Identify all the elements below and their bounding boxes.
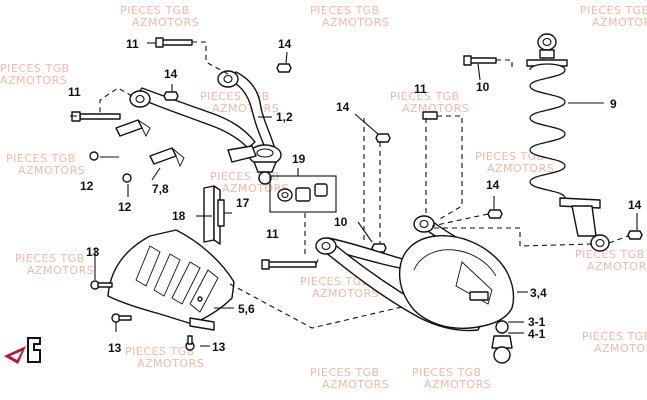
bolt-shock-top xyxy=(463,55,497,66)
watermark-pieces: PIECES TGB xyxy=(580,4,647,17)
watermark-azmotors: AZMOTORS xyxy=(594,342,647,355)
watermark-azmotors: AZMOTORS xyxy=(137,357,204,370)
watermark-azmotors: AZMOTORS xyxy=(424,378,491,391)
watermark-azmotors: AZMOTORS xyxy=(322,16,389,29)
watermark-azmotors: AZMOTORS xyxy=(132,16,199,29)
callout-11-left: 11 xyxy=(68,85,81,99)
brake-hose-brackets xyxy=(115,119,185,168)
callout-14-far-right: 14 xyxy=(628,198,642,212)
callout-3-1: 3-1 xyxy=(528,315,546,329)
callout-10-mid: 10 xyxy=(334,215,348,229)
shock-absorber xyxy=(526,33,610,252)
watermark-azmotors: AZMOTORS xyxy=(18,164,85,177)
callout-14-mid: 14 xyxy=(336,100,350,114)
bolt-top xyxy=(155,37,193,48)
watermark-pieces: PIECES TGB xyxy=(390,90,460,103)
callout-1-2: 1,2 xyxy=(276,110,293,124)
watermark-azmotors: AZMOTORS xyxy=(592,16,647,29)
callout-10-top: 10 xyxy=(476,80,490,94)
callout-9: 9 xyxy=(610,97,617,111)
callout-19: 19 xyxy=(292,152,306,166)
watermark-pieces: PIECES TGB xyxy=(475,150,545,163)
callout-11-top: 11 xyxy=(126,37,139,51)
watermark-pieces: PIECES TGB xyxy=(125,345,195,358)
callout-7-8: 7,8 xyxy=(152,182,169,196)
watermark-azmotors: AZMOTORS xyxy=(587,260,647,273)
bolt-left xyxy=(71,111,121,122)
bolt-lower-arm xyxy=(261,259,317,270)
watermark-pieces: PIECES TGB xyxy=(120,4,190,17)
watermark-pieces: PIECES TGB xyxy=(310,4,380,17)
callout-12-left: 12 xyxy=(80,179,94,193)
watermark-azmotors: AZMOTORS xyxy=(312,287,379,300)
spacer-parts xyxy=(203,185,225,245)
callout-13-left: 13 xyxy=(86,245,100,259)
watermark-pieces: PIECES TGB xyxy=(0,62,70,75)
watermark-pieces: PIECES TGB xyxy=(575,248,645,261)
callout-14-top: 14 xyxy=(278,37,292,51)
callout-4-1: 4-1 xyxy=(528,327,546,341)
watermark-azmotors: AZMOTORS xyxy=(322,378,389,391)
watermark-pieces: PIECES TGB xyxy=(300,275,370,288)
leader-lines xyxy=(70,41,638,347)
bushing-kit-box xyxy=(269,175,337,213)
azmotors-logo-icon xyxy=(4,337,41,364)
callout-11-right: 11 xyxy=(414,82,427,96)
callout-5-6: 5,6 xyxy=(238,302,255,316)
skid-plate xyxy=(107,229,235,331)
watermark-azmotors: AZMOTORS xyxy=(27,264,94,277)
lower-a-arm xyxy=(315,215,515,364)
watermark-pieces: PIECES TGB xyxy=(582,330,647,343)
callout-13-bottom-left: 13 xyxy=(108,341,122,355)
callout-14-right: 14 xyxy=(486,178,500,192)
callout-13-bottom: 13 xyxy=(212,340,226,354)
watermark-pieces: PIECES TGB xyxy=(412,366,482,379)
watermark-pieces: PIECES TGB xyxy=(15,252,85,265)
callout-12-lower: 12 xyxy=(118,200,132,214)
watermark-pieces: PIECES TGB xyxy=(310,366,380,379)
upper-a-arm xyxy=(129,70,282,185)
watermark-azmotors: AZMOTORS xyxy=(402,102,469,115)
watermark-azmotors: AZMOTORS xyxy=(0,74,67,87)
watermark-pieces: PIECES TGB xyxy=(6,152,76,165)
watermark-azmotors: AZMOTORS xyxy=(487,162,554,175)
watermark-azmotors: AZMOTORS xyxy=(212,102,279,115)
callout-labels: 11 14 14 11 1,2 12 12 7,8 19 17 18 11 13… xyxy=(68,37,642,355)
callout-14-upper-left: 14 xyxy=(164,67,178,81)
nuts xyxy=(89,63,643,253)
watermark-azmotors: AZMOTORS xyxy=(222,182,289,195)
callout-18: 18 xyxy=(172,209,186,223)
bolt-mid xyxy=(422,111,438,120)
callout-17: 17 xyxy=(236,196,250,210)
callout-11-lower: 11 xyxy=(266,227,279,241)
callout-3-4: 3,4 xyxy=(530,286,547,300)
